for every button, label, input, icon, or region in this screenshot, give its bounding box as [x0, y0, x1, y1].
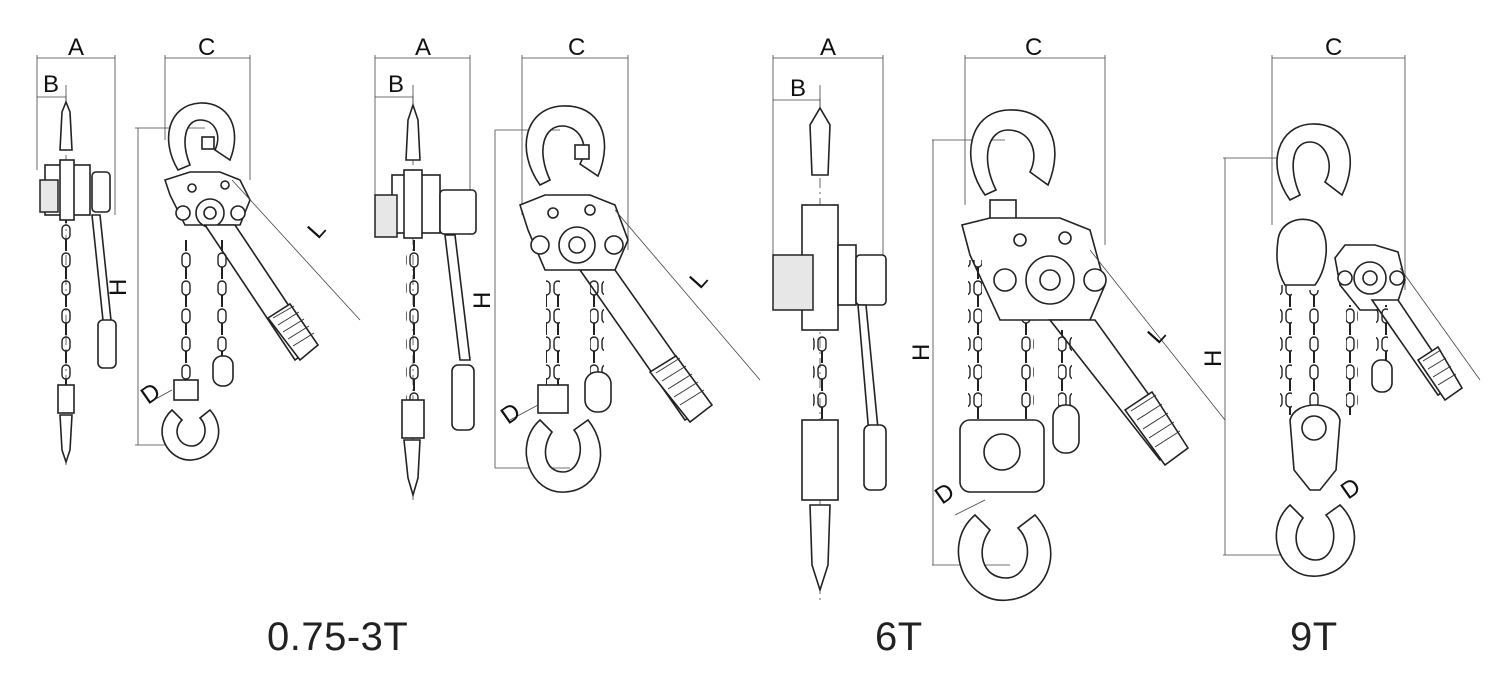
dim-c-3: C — [1025, 34, 1042, 61]
handle-grip-2 — [648, 354, 714, 424]
group-6t — [772, 55, 1226, 601]
front-view-4 — [1223, 55, 1481, 577]
handle-grip-4 — [1416, 345, 1464, 402]
dim-a-2: A — [415, 34, 431, 61]
dim-a-3: A — [820, 34, 836, 61]
dim-l-1: L — [302, 216, 331, 244]
handle-grip-1 — [266, 302, 320, 362]
dim-b-3: B — [790, 75, 806, 102]
side-view-2 — [374, 55, 477, 500]
dim-h-3: H — [908, 344, 935, 361]
group-075-3t — [36, 55, 361, 465]
dim-d-1: D — [136, 378, 166, 410]
dim-d-2: D — [496, 398, 526, 430]
front-view-2 — [494, 55, 761, 493]
dim-h-2: H — [469, 292, 496, 309]
side-view-3 — [772, 55, 887, 600]
dim-b-2: B — [388, 71, 404, 98]
dim-b-1: B — [43, 71, 59, 98]
dim-d-4: D — [1336, 473, 1366, 505]
caption-6t: 6T — [875, 615, 923, 659]
dim-c-2: C — [568, 34, 585, 61]
dim-d-3: D — [930, 478, 960, 510]
dim-a-1: A — [68, 34, 84, 61]
group-9t — [1223, 55, 1481, 577]
handle-grip-3 — [1123, 390, 1190, 467]
dim-h-4: H — [1200, 350, 1227, 367]
dim-l-2: L — [684, 266, 713, 294]
front-view-3 — [932, 55, 1226, 601]
caption-075-3t: 0.75-3T — [267, 615, 409, 659]
dim-h-1: H — [105, 279, 132, 296]
front-view-1 — [135, 55, 361, 461]
dim-l-3: L — [1142, 321, 1171, 349]
side-view-1 — [36, 55, 117, 465]
dim-c-1: C — [198, 34, 215, 61]
caption-9t: 9T — [1290, 615, 1338, 659]
dim-c-4: C — [1325, 34, 1342, 61]
group-2 — [374, 55, 761, 500]
